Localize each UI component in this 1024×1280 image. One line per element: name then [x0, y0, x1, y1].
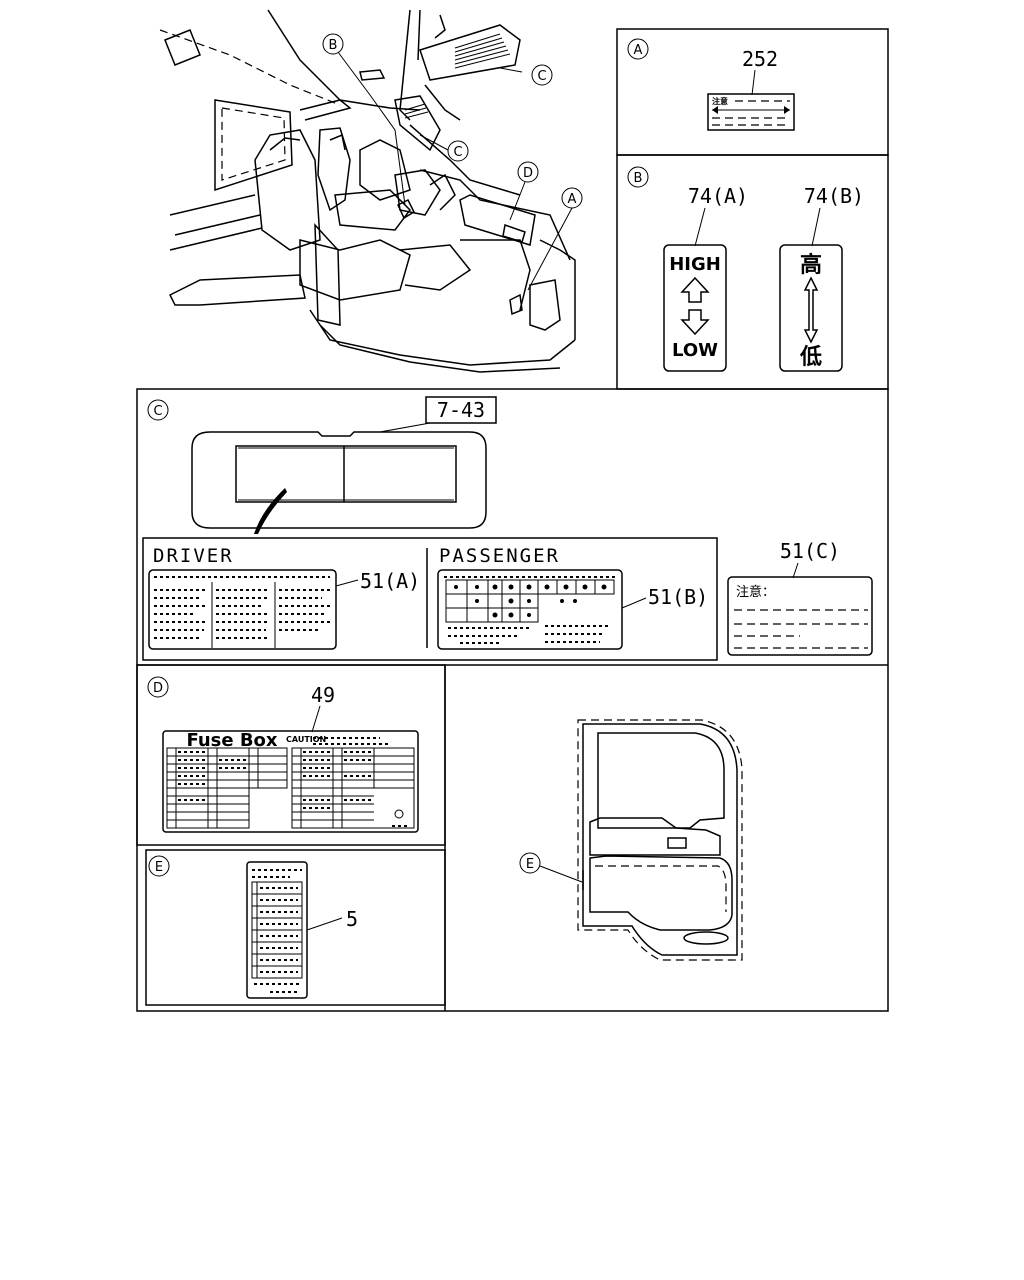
label-252 — [707, 93, 795, 131]
decal-kanji-high: 高 — [800, 252, 822, 278]
cab-interior-illustration — [159, 9, 576, 373]
part-number-51b: 51(B) — [648, 585, 708, 609]
label-252-head: 注意 — [712, 96, 728, 106]
caution-label-51c — [727, 576, 873, 656]
panel-e: E 5 — [148, 855, 358, 999]
door-callout-e: E — [526, 857, 534, 872]
driver-title: DRIVER — [153, 545, 234, 567]
part-number-5: 5 — [346, 907, 358, 931]
door-pocket — [589, 855, 733, 931]
callout-b: B — [329, 38, 338, 53]
panel-frames — [136, 28, 889, 1012]
down-arrow-icon — [680, 309, 710, 336]
fuse-table-left — [166, 747, 288, 829]
panel-d: D 49 Fuse Box CAUTION — [147, 676, 419, 833]
door-illustration: E — [519, 719, 743, 961]
passenger-label — [437, 569, 623, 650]
fuse-box-title: Fuse Box — [186, 730, 277, 751]
panel-c: C 7-43 DRIVER PASSENGER — [142, 396, 873, 661]
passenger-title: PASSENGER — [439, 545, 560, 567]
high-low-decal — [663, 244, 727, 372]
callout-c-upper: C — [537, 69, 546, 84]
caution-label-head: 注意： — [736, 584, 775, 600]
decal-high-text: HIGH — [669, 254, 721, 275]
part-number-252: 252 — [742, 47, 778, 71]
door-handle — [667, 837, 687, 849]
decal-low-text: LOW — [672, 340, 718, 361]
sun-visor — [191, 431, 487, 529]
kanji-high-low-decal — [779, 244, 843, 372]
part-number-51c: 51(C) — [780, 539, 840, 563]
up-arrow-icon — [680, 276, 710, 303]
panel-d-marker: D — [153, 681, 163, 696]
driver-label — [148, 569, 337, 650]
double-arrow-icon — [803, 276, 819, 344]
fuse-table-right — [291, 747, 415, 829]
panel-c-marker: C — [153, 404, 162, 419]
callout-d: D — [523, 166, 533, 181]
part-number-7-43: 7-43 — [437, 398, 485, 422]
fuse-box-label — [162, 730, 419, 833]
passenger-icon-grid — [445, 579, 615, 623]
panel-e-marker: E — [155, 860, 163, 875]
panel-a: A 252 注意 — [627, 38, 795, 131]
door-window — [597, 732, 725, 829]
part-number-74a: 74(A) — [688, 184, 748, 208]
panel-b-marker: B — [634, 171, 643, 186]
part-number-49: 49 — [311, 683, 335, 707]
overview-callouts: B C C D A — [322, 33, 583, 209]
callout-c-lower: C — [453, 145, 462, 160]
part-number-51a: 51(A) — [360, 569, 420, 593]
panel-a-marker: A — [634, 43, 643, 58]
fuse-box-caution: CAUTION — [286, 735, 326, 744]
decal-kanji-low: 低 — [799, 345, 822, 370]
callout-a: A — [568, 192, 577, 207]
part-number-74b: 74(B) — [804, 184, 864, 208]
panel-b: B 74(A) 74(B) HIGH LOW 高 低 — [627, 166, 864, 372]
